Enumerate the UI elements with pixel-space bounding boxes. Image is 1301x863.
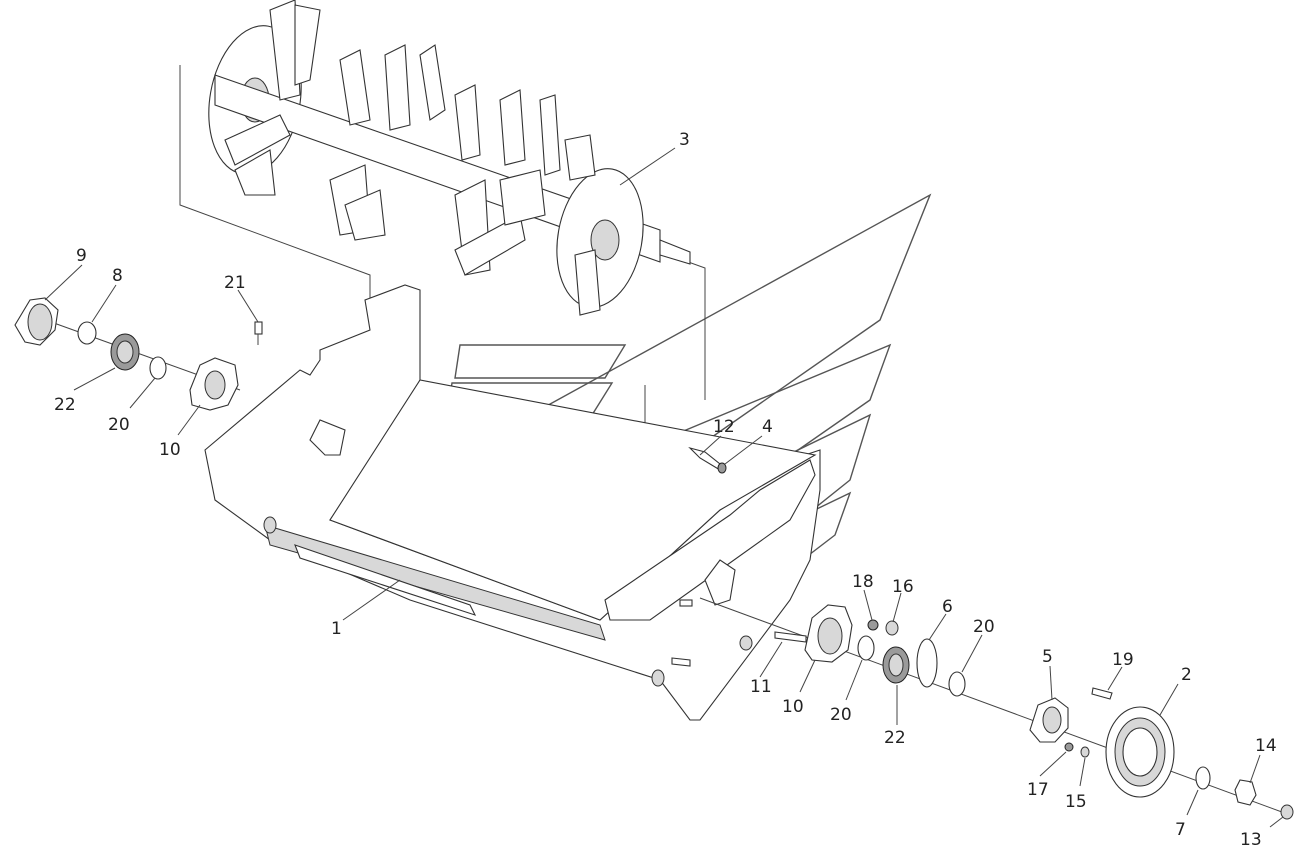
callout-5: 5 [1042,647,1053,667]
callout-22-left: 22 [54,395,76,415]
callout-6: 6 [942,597,953,617]
callout-20-mid: 20 [830,705,852,725]
callout-4: 4 [762,417,773,437]
callout-19: 19 [1112,650,1134,670]
callout-14: 14 [1255,736,1277,756]
callout-16: 16 [892,577,914,597]
callout-20-left: 20 [108,415,130,435]
callout-3: 3 [679,130,690,150]
leader-lines [44,147,1284,828]
callout-9: 9 [76,246,87,266]
right-bearing-group [671,446,1294,820]
rotor-assembly [179,0,811,491]
callout-17: 17 [1027,780,1049,800]
callout-11: 11 [750,677,772,697]
callout-1: 1 [331,619,342,639]
callout-2: 2 [1181,665,1192,685]
callout-8: 8 [112,266,123,286]
callout-20-right: 20 [973,617,995,637]
housing-frame [204,284,821,721]
callout-15: 15 [1065,792,1087,812]
callout-12: 12 [713,417,735,437]
callout-7: 7 [1175,820,1186,840]
left-bearing-group [14,297,263,411]
callout-13: 13 [1240,830,1262,850]
callout-10-right: 10 [782,697,804,717]
callout-labels: 1 2 3 4 5 6 7 8 9 10 10 11 12 13 14 15 1… [54,130,1277,850]
callout-18: 18 [852,572,874,592]
callout-21: 21 [224,273,246,293]
callout-22-right: 22 [884,728,906,748]
callout-10-left: 10 [159,440,181,460]
